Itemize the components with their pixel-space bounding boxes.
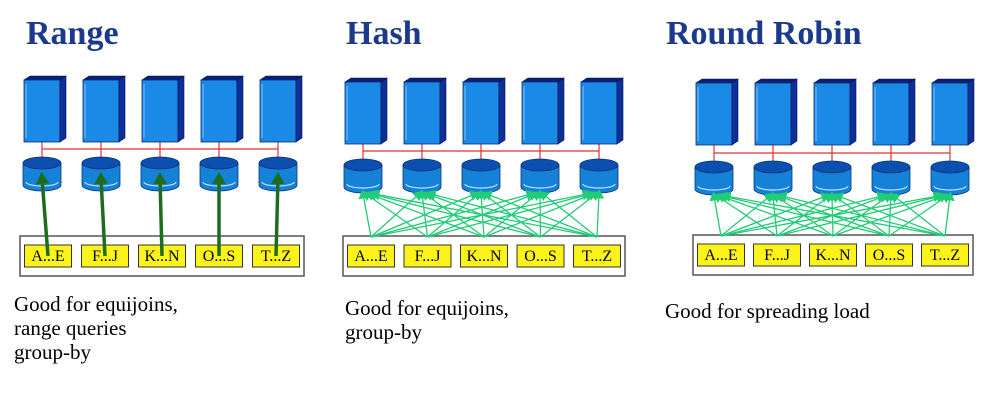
round-robin-arrow [774, 192, 890, 237]
round-robin-disk-icon [812, 160, 852, 196]
round-robin-arrow [888, 193, 951, 237]
round-robin-arrow [720, 191, 943, 237]
hash-server-icon [403, 77, 447, 145]
hash-arrow [475, 189, 487, 238]
range-server-icon [82, 75, 126, 143]
round-robin-server-icon [695, 78, 739, 146]
range-arrow [270, 172, 285, 257]
hash-chunk-label: A...E [354, 248, 387, 265]
hash-server-icon [344, 77, 388, 145]
round-robin-chunk [865, 243, 913, 267]
hash-arrow [358, 189, 372, 238]
round-robin-description: Good for spreading load [665, 299, 870, 323]
range-arrow [153, 172, 168, 257]
hash-arrow [370, 189, 592, 238]
range-server-icon [259, 75, 303, 143]
round-robin-chunk [921, 243, 969, 267]
hash-chunk [460, 244, 508, 268]
range-chunk-label: K...N [144, 248, 180, 265]
hash-chunk-label: T...Z [582, 248, 612, 265]
hash-arrow [362, 191, 428, 238]
hash-arrow [417, 189, 429, 238]
round-robin-disk-icon [871, 160, 911, 196]
range-server-icon [200, 75, 244, 143]
round-robin-server-icon [813, 78, 857, 146]
hash-arrow [367, 189, 541, 238]
round-robin-chunk-label: O...S [873, 247, 905, 264]
hash-chunk-label: O...S [524, 248, 556, 265]
round-robin-arrow [772, 193, 834, 237]
hash-description: Good for equijoins, group-by [345, 296, 509, 344]
hash-disk-icon [520, 158, 560, 194]
round-robin-server-icon [754, 78, 798, 146]
round-robin-disk-icon [930, 160, 970, 196]
hash-arrow [421, 191, 485, 238]
round-robin-arrow [943, 191, 955, 237]
range-chunk-label: O...S [203, 248, 235, 265]
hash-chunk [347, 244, 395, 268]
hash-chunk [573, 244, 621, 268]
range-server-icon [23, 75, 67, 143]
hash-arrow [482, 190, 598, 238]
hash-chunk-label: F...J [415, 248, 441, 265]
hash-arrow [483, 190, 598, 238]
hash-server-icon [462, 77, 506, 145]
range-chunk-label: F...J [92, 248, 118, 265]
round-robin-server-icon [872, 78, 916, 146]
hash-arrow [370, 190, 480, 238]
round-robin-arrow [720, 191, 887, 237]
range-chunk-label: T...Z [261, 248, 291, 265]
range-arrow [94, 172, 109, 257]
round-robin-arrow [720, 192, 831, 237]
round-robin-arrow [720, 193, 774, 237]
hash-title: Hash [346, 15, 422, 52]
round-robin-chunk [753, 243, 801, 267]
hash-disk-icon [402, 158, 442, 194]
range-server-icon [141, 75, 185, 143]
range-title: Range [26, 15, 119, 52]
round-robin-disk-icon [753, 160, 793, 196]
hash-chunk [403, 244, 452, 268]
hash-disk-icon [461, 158, 501, 194]
round-robin-chunk [809, 243, 857, 267]
round-robin-chunk [697, 243, 745, 267]
hash-arrow [370, 190, 423, 238]
hash-arrow [364, 190, 485, 238]
range-description: Good for equijoins, range queries group-… [14, 292, 178, 364]
round-robin-server-icon [931, 78, 975, 146]
round-robin-arrow [832, 192, 949, 237]
hash-arrow [593, 189, 605, 238]
round-robin-arrow [718, 191, 890, 237]
round-robin-arrow [715, 192, 834, 237]
hash-disk-icon [343, 158, 383, 194]
hash-disk-icon [579, 158, 619, 194]
range-arrow [35, 172, 50, 257]
hash-chunk [516, 244, 565, 268]
round-robin-arrow [776, 191, 946, 237]
hash-arrow [427, 189, 595, 238]
round-robin-chunk-label: F...J [764, 247, 790, 264]
round-robin-title: Round Robin [666, 15, 862, 52]
hash-server-icon [580, 77, 624, 145]
hash-chunk-label: K...N [466, 248, 502, 265]
round-robin-arrow [709, 191, 722, 237]
hash-arrow [480, 191, 541, 238]
round-robin-arrow [713, 193, 778, 237]
round-robin-chunk-label: A...E [704, 247, 737, 264]
round-robin-chunk-label: T...Z [930, 247, 960, 264]
hash-arrow [423, 190, 541, 238]
range-chunk-label: A...E [31, 248, 64, 265]
hash-arrow [370, 189, 536, 238]
round-robin-disk-icon [694, 160, 734, 196]
hash-arrow [540, 191, 600, 238]
round-robin-chunk-label: K...N [815, 247, 851, 264]
range-disk-icon [81, 156, 121, 192]
hash-server-icon [521, 77, 565, 145]
